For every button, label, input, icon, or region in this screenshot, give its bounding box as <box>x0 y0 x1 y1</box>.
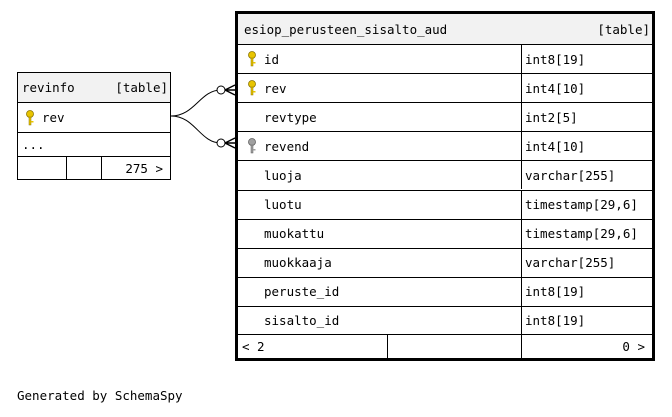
column-name: revtype <box>264 109 317 125</box>
column-name: muokattu <box>264 226 325 242</box>
column-row-revend[interactable]: revend int4[10] <box>238 131 652 161</box>
primary-key-icon <box>248 80 256 96</box>
column-type: int8[19] <box>525 284 586 300</box>
column-name: muokkaaja <box>264 255 332 271</box>
column-type: varchar[255] <box>525 167 616 183</box>
table-revinfo[interactable]: revinfo [table] rev ... 275 > <box>17 72 171 180</box>
more-columns-row: ... <box>18 132 170 156</box>
column-name: revend <box>264 138 310 154</box>
column-row-rev[interactable]: rev <box>18 102 170 132</box>
column-row-muokattu[interactable]: muokattu timestamp[29,6] <box>238 218 652 248</box>
column-type: varchar[255] <box>525 255 616 271</box>
column-row-rev[interactable]: rev int4[10] <box>238 73 652 103</box>
column-type: int2[5] <box>525 109 578 125</box>
column-type: timestamp[29,6] <box>525 197 638 213</box>
column-name: luotu <box>264 197 302 213</box>
column-name: rev <box>42 110 65 125</box>
edge-rev-crowfoot-circle <box>216 85 226 95</box>
column-row-luotu[interactable]: luotu timestamp[29,6] <box>238 189 652 219</box>
more-columns: ... <box>22 137 45 152</box>
column-row-peruste-id[interactable]: peruste_id int8[19] <box>238 276 652 306</box>
column-row-revtype[interactable]: revtype int2[5] <box>238 102 652 132</box>
column-name: sisalto_id <box>264 313 340 329</box>
column-name: luoja <box>264 167 302 183</box>
primary-key-icon <box>26 110 34 126</box>
table-type-label: [table] <box>597 21 650 37</box>
column-row-sisalto-id[interactable]: sisalto_id int8[19] <box>238 305 652 335</box>
children-count: 0 > <box>622 339 645 354</box>
column-name: id <box>264 51 280 67</box>
generated-by-text: Generated by SchemaSpy <box>17 388 183 403</box>
column-type: int4[10] <box>525 138 586 154</box>
table-esiop-perusteen-sisalto-aud[interactable]: esiop_perusteen_sisalto_aud [table] id in… <box>235 11 655 361</box>
parents-count[interactable]: < 2 <box>242 339 265 354</box>
column-name: rev <box>264 80 287 96</box>
children-count[interactable]: 275 > <box>125 160 163 176</box>
primary-key-icon <box>248 51 256 67</box>
table-type-label: [table] <box>115 80 168 95</box>
edge-revend-crowfoot-circle <box>216 138 226 148</box>
column-type: int8[19] <box>525 313 586 329</box>
column-type: int8[19] <box>525 51 586 67</box>
table-footer: 275 > <box>18 156 170 179</box>
edge-revend-crowfoot <box>224 137 236 149</box>
table-header: revinfo [table] <box>18 73 170 102</box>
column-row-luoja[interactable]: luoja varchar[255] <box>238 160 652 190</box>
edge-rev-to-rev <box>170 89 222 117</box>
edge-rev-to-revend <box>170 115 222 144</box>
foreign-key-icon <box>248 138 256 154</box>
table-footer: < 2 0 > <box>238 334 652 358</box>
column-row-muokkaaja[interactable]: muokkaaja varchar[255] <box>238 247 652 277</box>
column-name: peruste_id <box>264 284 340 300</box>
column-row-id[interactable]: id int8[19] <box>238 44 652 74</box>
column-type: int4[10] <box>525 80 586 96</box>
table-header: esiop_perusteen_sisalto_aud [table] <box>238 14 652 44</box>
table-name[interactable]: revinfo <box>22 80 75 95</box>
table-name[interactable]: esiop_perusteen_sisalto_aud <box>244 21 448 37</box>
column-type: timestamp[29,6] <box>525 226 638 242</box>
edge-rev-crowfoot <box>224 84 236 96</box>
